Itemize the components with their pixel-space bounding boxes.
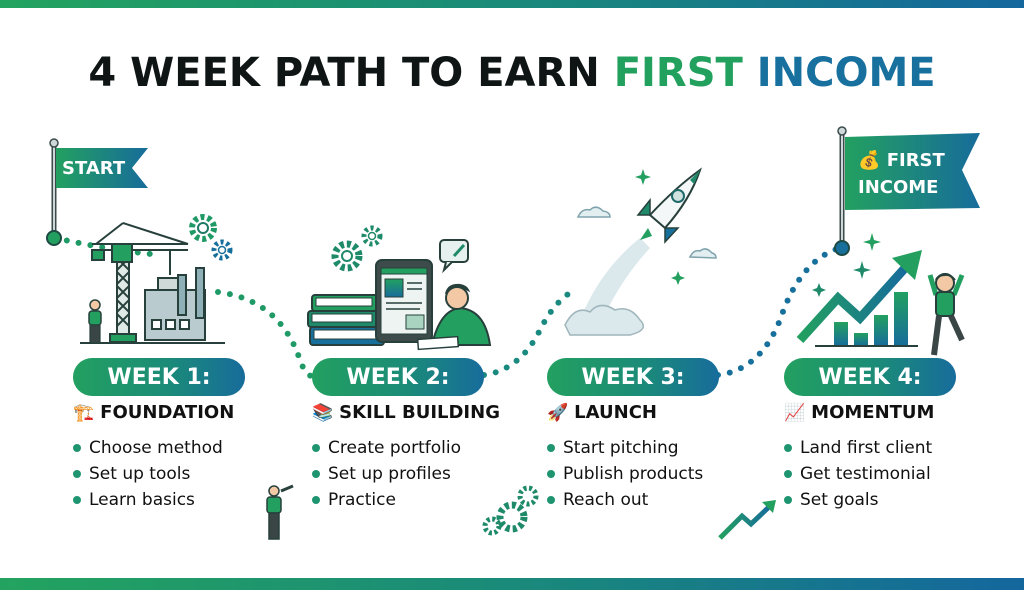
top-gradient-bar [0,0,1024,8]
gears-icon-week2 [331,225,383,272]
task-text: Practice [328,490,396,510]
bullet-icon [547,470,555,478]
week-2-heading-text: SKILL BUILDING [339,402,500,423]
week-2-heading: 📚 SKILL BUILDING [312,402,542,423]
week-3-heading: 🚀 LAUNCH [547,402,777,423]
first-income-flag [834,126,980,256]
bullet-icon [547,496,555,504]
list-item: Set up tools [73,461,303,487]
task-text: Learn basics [89,490,195,510]
crane-illustration [80,222,225,344]
first-income-flag-label: 💰 FIRST INCOME [858,147,945,201]
money-bag-icon: 💰 [858,150,881,171]
bullet-icon [784,470,792,478]
week-1-column: WEEK 1: 🏗️ FOUNDATION Choose method Set … [73,358,303,513]
task-text: Get testimonial [800,464,931,484]
rocket-icon: 🚀 [547,402,569,423]
celebrating-person-figure [927,273,965,356]
week-2-pill: WEEK 2: [312,358,484,396]
bullet-icon [73,496,81,504]
week-1-pill: WEEK 1: [73,358,245,396]
gears-icon-bottom [482,485,539,536]
start-flag [46,138,148,246]
list-item: Start pitching [547,435,777,461]
list-item: Learn basics [73,487,303,513]
task-text: Land first client [800,438,933,458]
list-item: Create portfolio [312,435,542,461]
speech-bubble-pencil-icon [439,239,469,274]
task-text: Set goals [800,490,879,510]
week-3-heading-text: LAUNCH [574,402,657,423]
clouds-stars-decoration [576,169,717,285]
bullet-icon [784,496,792,504]
start-flag-label: START [62,158,126,179]
bullet-icon [312,444,320,452]
title-part-green: FIRST [613,50,757,96]
task-text: Set up profiles [328,464,451,484]
growth-chart-illustration [796,233,922,347]
list-item: Get testimonial [784,461,1014,487]
worker-figure [88,299,102,344]
flag-line-2: INCOME [858,177,939,198]
bullet-icon [547,444,555,452]
week-4-heading: 📈 MOMENTUM [784,402,1014,423]
student-writing-figure [416,283,492,351]
week-2-column: WEEK 2: 📚 SKILL BUILDING Create portfoli… [312,358,542,513]
list-item: Set up profiles [312,461,542,487]
week-1-task-list: Choose method Set up tools Learn basics [73,435,303,513]
books-icon: 📚 [312,402,334,423]
bullet-icon [312,496,320,504]
task-text: Reach out [563,490,649,510]
trend-arrow-icon-bottom [718,500,776,540]
list-item: Reach out [547,487,777,513]
week-4-pill: WEEK 4: [784,358,956,396]
list-item: Publish products [547,461,777,487]
gears-icon-week1 [189,214,233,261]
title-part-dark: 4 WEEK PATH TO EARN [88,50,614,96]
week-3-task-list: Start pitching Publish products Reach ou… [547,435,777,513]
week-3-pill: WEEK 3: [547,358,719,396]
list-item: Practice [312,487,542,513]
person-with-megaphone-figure [266,484,294,540]
task-text: Choose method [89,438,223,458]
dotted-path [52,235,843,381]
bullet-icon [73,444,81,452]
bottom-gradient-bar [0,578,1024,590]
week-2-task-list: Create portfolio Set up profiles Practic… [312,435,542,513]
week-4-column: WEEK 4: 📈 MOMENTUM Land first client Get… [784,358,1014,513]
task-text: Start pitching [563,438,679,458]
week-3-column: WEEK 3: 🚀 LAUNCH Start pitching Publish … [547,358,777,513]
bullet-icon [784,444,792,452]
flag-line-1: FIRST [886,150,945,171]
list-item: Set goals [784,487,1014,513]
task-text: Set up tools [89,464,191,484]
page-title: 4 WEEK PATH TO EARN FIRST INCOME [0,50,1024,96]
list-item: Choose method [73,435,303,461]
books-tablet-illustration [307,259,433,346]
rocket-illustration [564,167,702,336]
week-4-heading-text: MOMENTUM [811,402,935,423]
title-part-blue: INCOME [756,50,936,96]
task-text: Create portfolio [328,438,461,458]
bullet-icon [73,470,81,478]
week-4-task-list: Land first client Get testimonial Set go… [784,435,1014,513]
week-1-heading-text: FOUNDATION [100,402,235,423]
list-item: Land first client [784,435,1014,461]
chart-increasing-icon: 📈 [784,402,806,423]
week-1-heading: 🏗️ FOUNDATION [73,402,303,423]
task-text: Publish products [563,464,704,484]
crane-icon: 🏗️ [73,402,95,423]
bullet-icon [312,470,320,478]
